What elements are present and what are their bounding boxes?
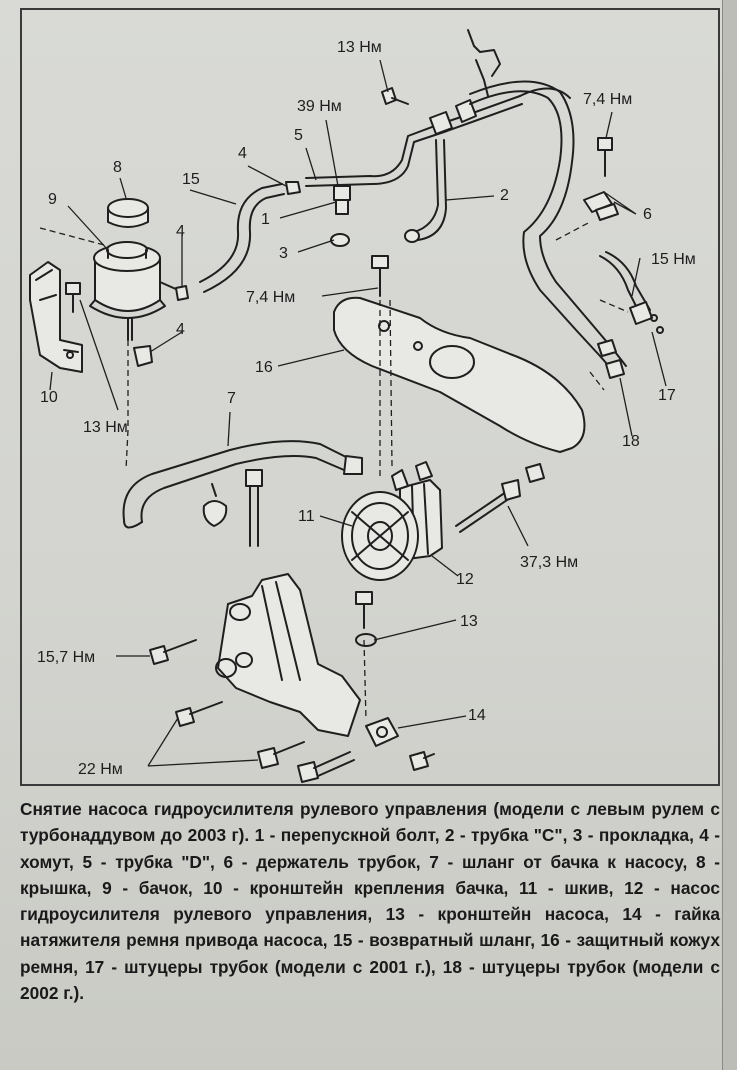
tensioner-bolt (297, 751, 355, 783)
pipe-fittings-2002 (597, 339, 625, 379)
part-number-label: 10 (40, 389, 58, 406)
part-number-label: 4 (176, 321, 185, 338)
clamp-low (133, 345, 153, 367)
reservoir-bracket (29, 261, 83, 373)
pipe-d (305, 95, 523, 187)
assembly-lines (39, 221, 629, 721)
cover-bolt (371, 255, 389, 297)
tensioner-nut (365, 717, 399, 747)
part-number-label: 2 (500, 187, 509, 204)
torque-label: 13 Нм (337, 39, 382, 56)
bracket-long-bolt (245, 469, 263, 547)
clamp-top (285, 181, 301, 195)
hanger (467, 29, 501, 97)
pipe-c (404, 139, 447, 243)
top-bolt (381, 87, 409, 105)
gasket (330, 233, 350, 247)
torque-label: 13 Нм (83, 419, 128, 436)
reservoir-bolt (65, 282, 81, 313)
exploded-view-diagram: 13 Нм 39 Нм 7,4 Нм 15 Нм 7,4 Нм 13 Нм 37… (29, 29, 696, 783)
pipe-bundle (469, 80, 627, 373)
pipe-fittings-2001 (599, 251, 664, 334)
diagram-labels: 13 Нм 39 Нм 7,4 Нм 15 Нм 7,4 Нм 13 Нм 37… (37, 39, 696, 778)
bolt-22-upper (175, 701, 223, 727)
torque-label: 7,4 Нм (583, 91, 632, 108)
tank-to-pump-hose (122, 440, 363, 529)
bolt-22-lower (257, 741, 305, 769)
part-number-label: 1 (261, 211, 270, 228)
bracket-bolt (355, 591, 377, 647)
part-number-label: 8 (113, 159, 122, 176)
torque-label: 15 Нм (651, 251, 696, 268)
return-hose (199, 183, 285, 293)
torque-label: 15,7 Нм (37, 649, 95, 666)
part-number-label: 3 (279, 245, 288, 262)
pump-through-bolt (455, 479, 521, 533)
part-number-label: 4 (238, 145, 247, 162)
part-number-label: 5 (294, 127, 303, 144)
torque-label: 39 Нм (297, 98, 342, 115)
leader-lines (49, 59, 667, 767)
pump-bracket (215, 573, 361, 737)
part-number-label: 18 (622, 433, 640, 450)
torque-label: 37,3 Нм (520, 554, 578, 571)
part-number-label: 4 (176, 223, 185, 240)
part-number-label: 14 (468, 707, 486, 724)
part-number-label: 16 (255, 359, 273, 376)
part-number-label: 12 (456, 571, 474, 588)
belt-cover (333, 296, 586, 453)
pipe-fitting-top (429, 99, 477, 135)
torque-label: 7,4 Нм (246, 289, 295, 306)
figure-frame (20, 8, 720, 786)
part-number-label: 11 (298, 508, 315, 525)
bolt-15-7 (149, 639, 197, 665)
figure-caption: Снятие насоса гидроусилителя рулевого уп… (20, 799, 720, 1004)
pulley (341, 491, 419, 581)
page-edge (722, 0, 737, 1070)
part-number-label: 15 (182, 171, 200, 188)
reservoir (89, 241, 179, 341)
clamp-mid (175, 285, 189, 301)
reservoir-cap (107, 198, 149, 228)
part-number-label: 7 (227, 390, 236, 407)
hose-clamp (202, 483, 228, 527)
pipe-holder (583, 137, 619, 221)
cover-nut (525, 463, 545, 483)
part-number-label: 6 (643, 206, 652, 223)
part-number-label: 13 (460, 613, 478, 630)
banjo-bolt (333, 185, 351, 215)
part-number-label: 17 (658, 387, 676, 404)
tensioner-small-bolt (409, 751, 435, 771)
torque-label: 22 Нм (78, 761, 123, 778)
part-number-label: 9 (48, 191, 57, 208)
